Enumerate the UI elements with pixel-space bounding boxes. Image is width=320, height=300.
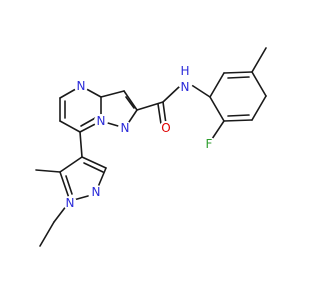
atom-label: O [161, 121, 170, 135]
bond-layer [35, 47, 267, 247]
bond [162, 85, 181, 103]
atom-label: N [97, 114, 106, 128]
bond [100, 90, 125, 98]
atom-label: N [181, 80, 190, 94]
atom-f-fluoro: F [202, 137, 216, 151]
bond [35, 169, 61, 173]
atom-o-carbonyl: O [159, 121, 173, 135]
bond [83, 162, 104, 173]
bond [39, 221, 55, 247]
molecule-structure-diagram: N N N O N H F N N [35, 47, 267, 247]
bond [223, 119, 253, 122]
atom-label: N [77, 79, 86, 93]
bond [251, 95, 267, 121]
bond [211, 120, 225, 140]
atom-n1-pyrazole: N [63, 196, 77, 210]
atom-label-hydrogen: H [180, 64, 189, 78]
bond [59, 156, 83, 173]
atom-n-pyrazole-ring: N [118, 121, 132, 135]
bond [209, 72, 225, 98]
atom-label: N [121, 121, 130, 135]
atom-label: N [92, 185, 101, 199]
bond [162, 101, 167, 125]
atom-nh-amide: N H [176, 64, 194, 94]
atom-n-pyrimidine: N [74, 79, 88, 93]
atom-label: N [66, 196, 75, 210]
bond [59, 171, 71, 202]
bond [81, 156, 107, 169]
bond [97, 167, 107, 188]
bond [80, 116, 98, 127]
atom-label-layer: N N N O N H F N N [63, 64, 216, 210]
bond [79, 131, 83, 158]
bond [65, 175, 73, 195]
bond [189, 83, 211, 98]
bond [123, 90, 138, 111]
atom-n-bridge: N [94, 114, 108, 128]
atom-n2-pyrazole: N [89, 185, 103, 199]
atom-label: F [206, 137, 213, 151]
bond [157, 103, 162, 125]
bond [209, 96, 225, 122]
bond [227, 114, 250, 117]
bond [59, 120, 81, 133]
bond [136, 101, 164, 111]
bond [251, 71, 267, 97]
bond [251, 47, 267, 73]
bond [125, 96, 135, 109]
bond [227, 76, 250, 79]
bond [223, 71, 253, 74]
